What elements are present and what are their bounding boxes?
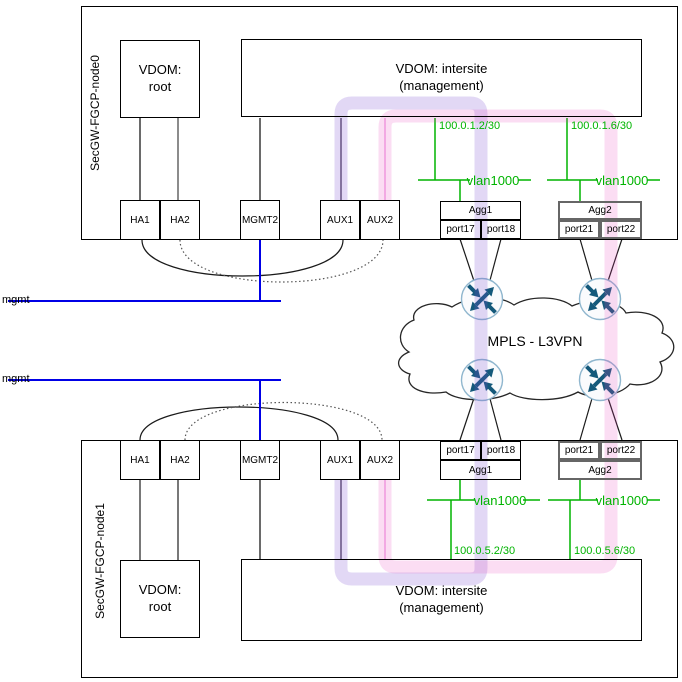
node1-agg1: Agg1 [440, 460, 521, 480]
node0-port-mgmt2: MGMT2 [240, 200, 280, 240]
mgmt-network-lines [8, 240, 281, 440]
node1-vdom-intersite: VDOM: intersite (management) [241, 559, 642, 641]
node1-agg2: Agg2 [558, 460, 642, 480]
node0-port-aux1: AUX1 [320, 200, 360, 240]
node0-agg1-port17: port17 [440, 220, 481, 239]
node1-port-ha1: HA1 [120, 440, 160, 480]
node0-agg2-port21: port21 [558, 220, 600, 239]
node0-agg2-ip: 100.0.1.6/30 [571, 120, 633, 132]
vdom-intersite-label-1: VDOM: intersite [395, 61, 488, 77]
node1-title: SecGW-FGCP-node1 [93, 503, 107, 619]
node1-agg1-port17: port17 [440, 441, 481, 460]
node1-port-mgmt2: MGMT2 [240, 440, 280, 480]
node1-port-ha2: HA2 [160, 440, 200, 480]
node0-agg1: Agg1 [440, 201, 521, 220]
node1-port-aux2: AUX2 [360, 440, 400, 480]
node0-agg2-port22: port22 [600, 220, 642, 239]
router-links [459, 238, 623, 441]
node0-port-ha1: HA1 [120, 200, 160, 240]
node1-agg2-vlan: vlan1000 [595, 493, 649, 508]
aux2-band [378, 109, 618, 574]
node1-agg1-ip: 100.0.5.2/30 [454, 545, 516, 557]
node1-agg1-port18: port18 [481, 441, 521, 460]
node0-internal-links [139, 118, 261, 200]
vdom-root-label-2: root [148, 79, 172, 94]
aux1-band [334, 96, 488, 586]
node1-agg2-ip: 100.0.5.6/30 [574, 545, 636, 557]
mgmt-label-node1: mgmt [2, 373, 30, 385]
vdom-root-label-1: VDOM: [138, 582, 182, 598]
node1-vdom-root: VDOM: root [120, 560, 200, 638]
mpls-cloud-label: MPLS - L3VPN [487, 333, 583, 349]
node0-agg2: Agg2 [558, 201, 642, 220]
node0-port-aux2: AUX2 [360, 200, 400, 240]
aux-path-bands [334, 96, 618, 586]
node1-internal-links [139, 480, 261, 560]
ha-sync-curves [139, 239, 384, 441]
vdom-root-label-1: VDOM: [138, 62, 182, 78]
aux-connector-lines [340, 118, 386, 559]
node0-agg2-vlan: vlan1000 [595, 173, 649, 188]
node0-agg1-ip: 100.0.1.2/30 [439, 120, 501, 132]
node0-port-ha2: HA2 [160, 200, 200, 240]
vdom-root-label-2: root [148, 599, 172, 614]
node0-agg1-vlan: vlan1000 [466, 173, 520, 188]
node1-agg2-port21: port21 [558, 441, 600, 460]
vdom-intersite-label-1: VDOM: intersite [395, 583, 488, 599]
node0-agg1-port18: port18 [481, 220, 521, 239]
node0-title: SecGW-FGCP-node0 [88, 55, 102, 171]
node0-vdom-intersite: VDOM: intersite (management) [241, 39, 642, 117]
vdom-intersite-label-2: (management) [399, 78, 484, 93]
vdom-intersite-label-2: (management) [399, 600, 484, 615]
node1-port-aux1: AUX1 [320, 440, 360, 480]
node1-agg1-vlan: vlan1000 [473, 493, 527, 508]
mgmt-label-node0: mgmt [2, 294, 30, 306]
node1-agg2-port22: port22 [600, 441, 642, 460]
node0-vdom-root: VDOM: root [120, 40, 200, 118]
vlan-green-lines [418, 118, 660, 559]
